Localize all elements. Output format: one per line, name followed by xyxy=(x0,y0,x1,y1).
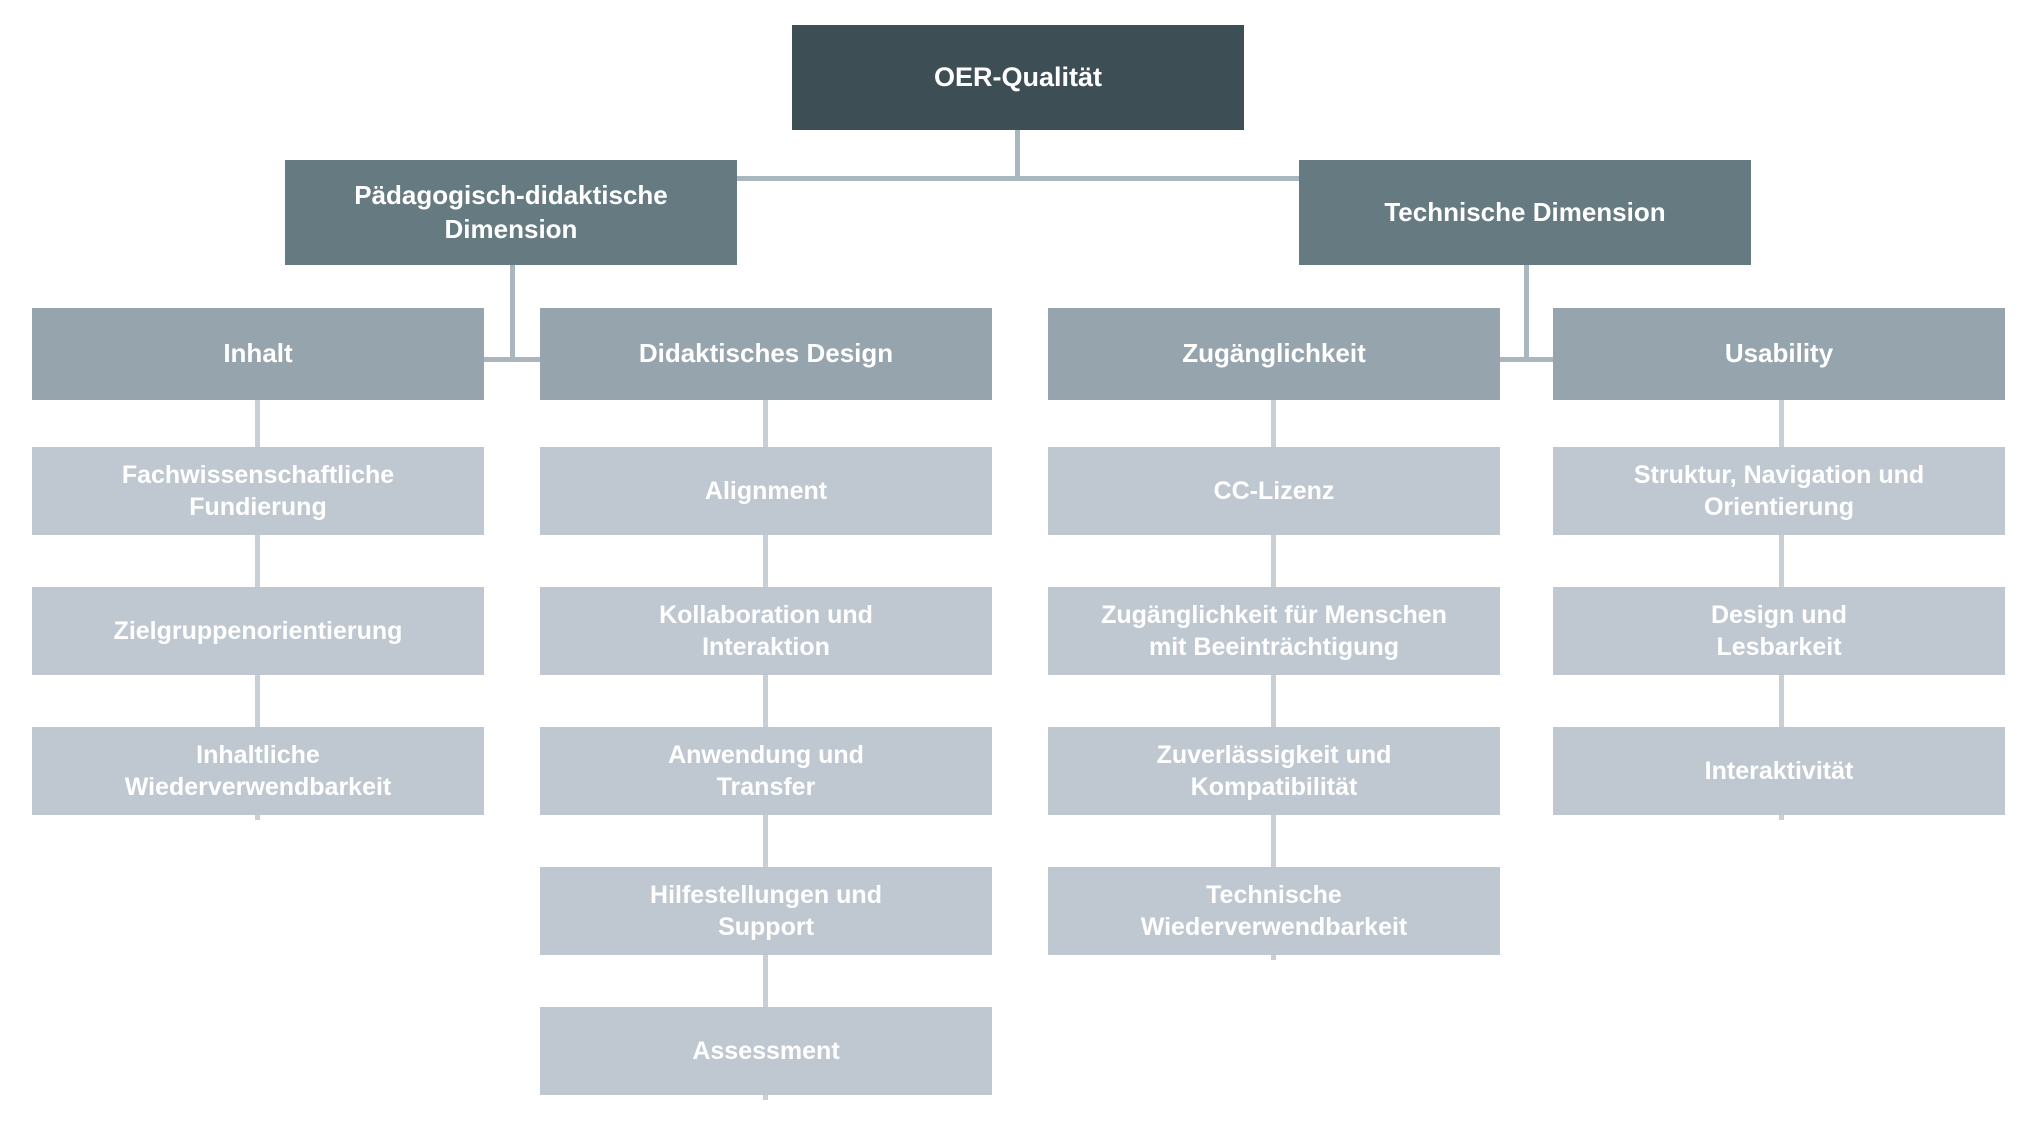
node-category-zugaenglichkeit[interactable]: Zugänglichkeit xyxy=(1048,308,1500,400)
node-oer-qualitaet[interactable]: OER-Qualität xyxy=(792,25,1244,130)
node-criterion-zuverlaessigkeit-und-kompatibilitaet[interactable]: Zuverlässigkeit und Kompatibilität xyxy=(1048,727,1500,815)
node-criterion-alignment[interactable]: Alignment xyxy=(540,447,992,535)
node-criterion-inhaltliche-wiederverwendbarkeit[interactable]: Inhaltliche Wiederverwendbarkeit xyxy=(32,727,484,815)
node-paedagogisch-didaktische-dimension[interactable]: Pädagogisch-didaktische Dimension xyxy=(285,160,737,265)
connector-technical-stem xyxy=(1524,265,1529,357)
node-criterion-struktur-navigation-und-orientierung[interactable]: Struktur, Navigation und Orientierung xyxy=(1553,447,2005,535)
connector-pedagogic-stem xyxy=(510,265,515,357)
node-criterion-design-und-lesbarkeit[interactable]: Design und Lesbarkeit xyxy=(1553,587,2005,675)
node-criterion-fachwissenschaftliche-fundierung[interactable]: Fachwissenschaftliche Fundierung xyxy=(32,447,484,535)
connector-root-stem xyxy=(1015,130,1020,176)
connector-technical-bus xyxy=(1496,357,1554,362)
node-criterion-cc-lizenz[interactable]: CC-Lizenz xyxy=(1048,447,1500,535)
node-technische-dimension[interactable]: Technische Dimension xyxy=(1299,160,1751,265)
node-criterion-zugaenglichkeit-fuer-menschen-mit-beeintraechtigung[interactable]: Zugänglichkeit für Menschen mit Beeinträ… xyxy=(1048,587,1500,675)
node-criterion-kollaboration-und-interaktion[interactable]: Kollaboration und Interaktion xyxy=(540,587,992,675)
node-criterion-assessment[interactable]: Assessment xyxy=(540,1007,992,1095)
connector-dimension-bus xyxy=(735,176,1301,181)
node-criterion-technische-wiederverwendbarkeit[interactable]: Technische Wiederverwendbarkeit xyxy=(1048,867,1500,955)
node-category-didaktisches-design[interactable]: Didaktisches Design xyxy=(540,308,992,400)
connector-column-zugaenglichkeit xyxy=(1271,400,1276,960)
node-criterion-interaktivitaet[interactable]: Interaktivität xyxy=(1553,727,2005,815)
node-criterion-zielgruppenorientierung[interactable]: Zielgruppenorientierung xyxy=(32,587,484,675)
connector-pedagogic-bus xyxy=(482,357,540,362)
node-criterion-hilfestellungen-und-support[interactable]: Hilfestellungen und Support xyxy=(540,867,992,955)
node-category-inhalt[interactable]: Inhalt xyxy=(32,308,484,400)
node-category-usability[interactable]: Usability xyxy=(1553,308,2005,400)
node-criterion-anwendung-und-transfer[interactable]: Anwendung und Transfer xyxy=(540,727,992,815)
